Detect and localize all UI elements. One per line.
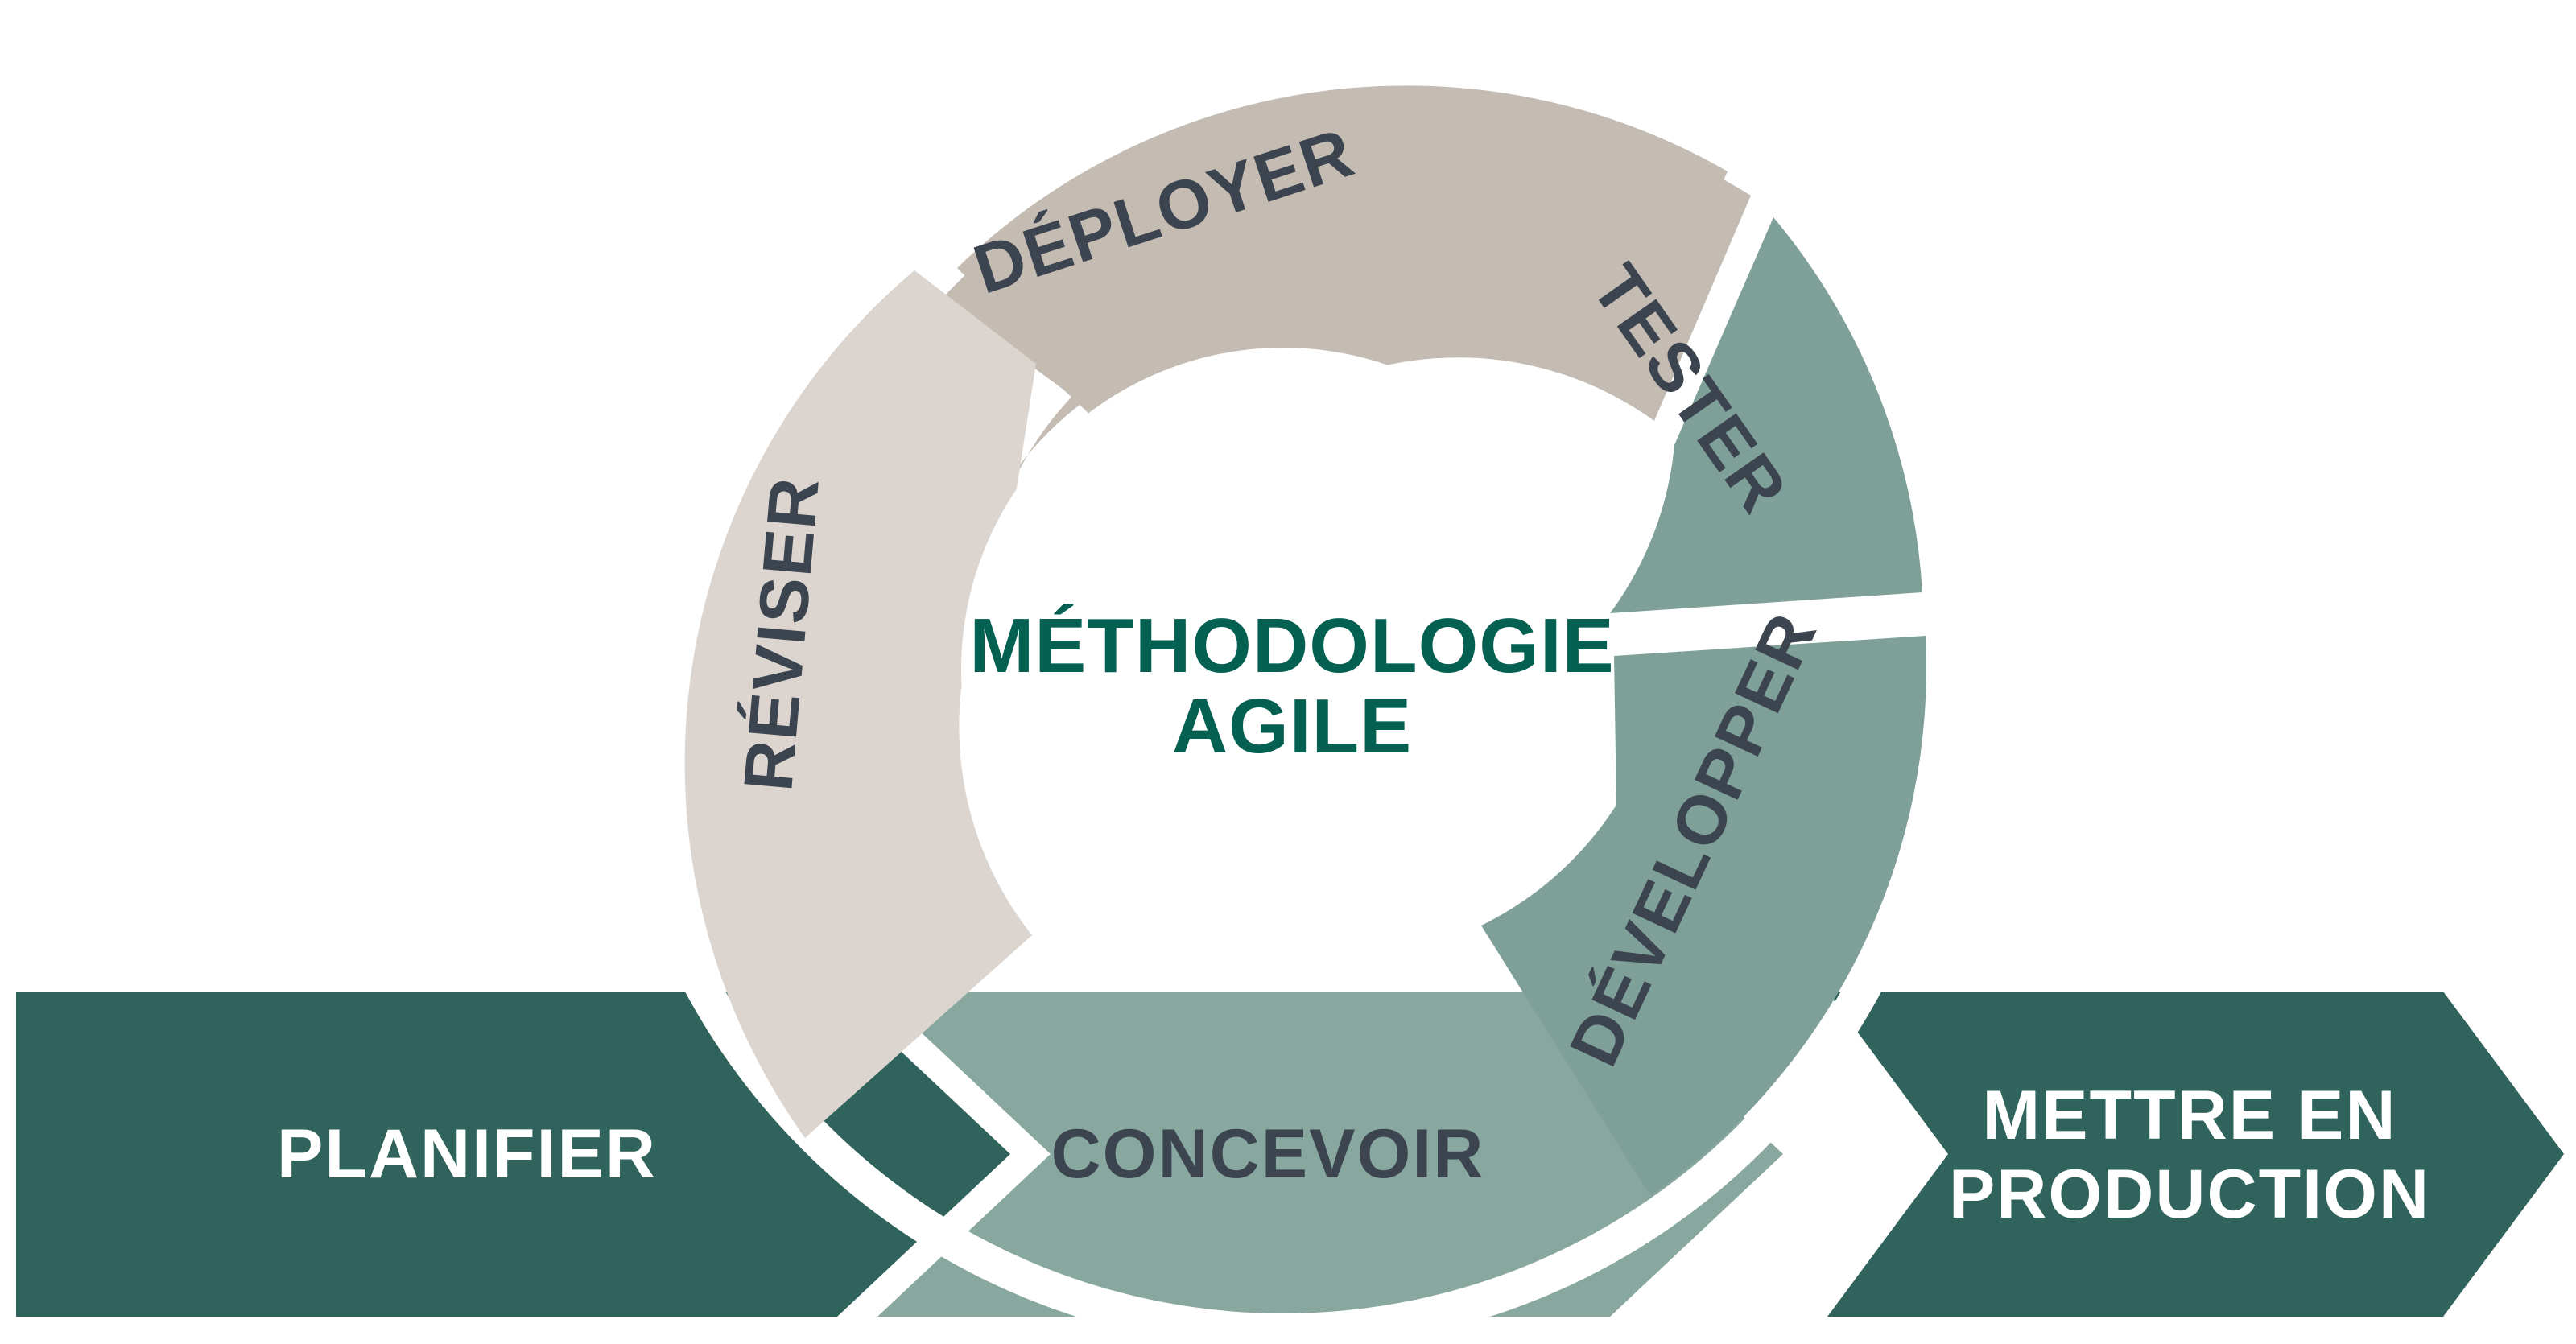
center-title-line2: AGILE (1172, 683, 1412, 769)
flow-arrow-labels: PLANIFIER CONCEVOIR METTRE EN PRODUCTION (277, 1077, 2430, 1233)
flow-label-concevoir: CONCEVOIR (1051, 1115, 1485, 1193)
flow-label-mise-en-production-line1: METTRE EN (1983, 1077, 2397, 1154)
cycle-segment-developper[interactable] (1481, 636, 1926, 1196)
flow-arrow-concevoir-shape[interactable] (877, 992, 1783, 1317)
cycle-ring (684, 85, 1926, 1196)
cycle-segment-reviser[interactable] (684, 270, 1036, 1138)
center-hole (961, 348, 1605, 992)
center-title-line1: MÉTHODOLOGIE (969, 603, 1614, 689)
ring-halo (604, 0, 1963, 1344)
center-title-group: MÉTHODOLOGIE AGILE (969, 603, 1614, 769)
flow-label-planifier: PLANIFIER (277, 1115, 657, 1193)
flow-label-mise-en-production-line2: PRODUCTION (1949, 1156, 2430, 1233)
flow-arrow-mise-en-production-shape[interactable] (1827, 992, 2564, 1317)
cycle-segment-tester[interactable] (1610, 217, 1922, 613)
